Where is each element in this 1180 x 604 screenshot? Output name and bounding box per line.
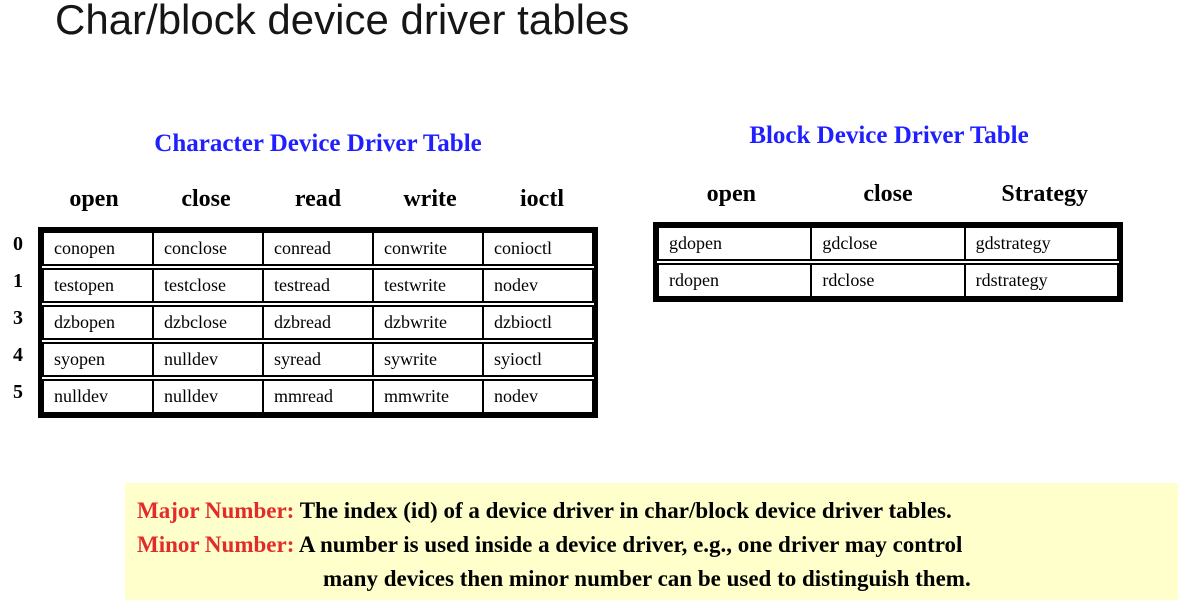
char-col-header-close: close xyxy=(181,186,231,212)
major-number-text: The index (id) of a device driver in cha… xyxy=(299,498,952,523)
table-cell: sywrite xyxy=(374,344,484,375)
table-cell: gdopen xyxy=(659,228,813,259)
char-col-header-ioctl: ioctl xyxy=(520,186,564,212)
table-cell: rdclose xyxy=(812,265,966,296)
table-cell: conclose xyxy=(154,233,264,264)
char-table-heading: Character Device Driver Table xyxy=(154,130,482,157)
table-cell: testwrite xyxy=(374,270,484,301)
table-cell: gdclose xyxy=(812,228,966,259)
char-table-row-indices: 0 1 3 4 5 xyxy=(2,227,34,412)
table-cell: conioctl xyxy=(494,238,552,258)
table-cell: dzbread xyxy=(264,307,374,338)
char-device-driver-table: conopen conclose conread conwrite conioc… xyxy=(38,227,598,418)
table-cell: dzbclose xyxy=(154,307,264,338)
table-cell: conwrite xyxy=(374,233,484,264)
major-minor-note-box: Major Number: The index (id) of a device… xyxy=(125,483,1178,600)
table-cell: dzbopen xyxy=(44,307,154,338)
block-table-heading: Block Device Driver Table xyxy=(749,122,1029,149)
table-cell: nodev xyxy=(494,275,538,295)
table-cell: syread xyxy=(264,344,374,375)
minor-number-continuation: many devices then minor number can be us… xyxy=(323,566,971,591)
table-cell: gdstrategy xyxy=(975,233,1051,253)
minor-number-line: Minor Number: A number is used inside a … xyxy=(137,528,1170,562)
block-col-header-strategy: Strategy xyxy=(1001,181,1088,207)
major-number-line: Major Number: The index (id) of a device… xyxy=(137,494,1170,528)
char-col-header-write: write xyxy=(403,186,457,212)
table-cell: conread xyxy=(264,233,374,264)
block-col-header-close: close xyxy=(863,181,913,207)
char-col-header-read: read xyxy=(294,186,342,212)
table-cell: rdopen xyxy=(659,265,813,296)
table-cell: nodev xyxy=(494,386,538,406)
table-cell: syopen xyxy=(44,344,154,375)
page-title: Char/block device driver tables xyxy=(55,0,630,43)
table-cell: conopen xyxy=(44,233,154,264)
row-index-label: 1 xyxy=(13,270,23,292)
table-row: dzbopen dzbclose dzbread dzbwrite dzbioc… xyxy=(42,305,594,340)
table-cell: rdstrategy xyxy=(975,270,1048,290)
table-cell: testclose xyxy=(154,270,264,301)
table-cell: dzbioctl xyxy=(494,312,552,332)
table-cell: mmwrite xyxy=(374,381,484,412)
row-index-label: 5 xyxy=(13,381,23,403)
table-row: gdopen gdclose gdstrategy xyxy=(657,226,1119,261)
table-cell: testread xyxy=(264,270,374,301)
block-col-header-open: open xyxy=(706,181,757,207)
table-row: rdopen rdclose rdstrategy xyxy=(657,263,1119,298)
table-cell: testopen xyxy=(44,270,154,301)
table-cell: mmread xyxy=(264,381,374,412)
table-cell: nulldev xyxy=(154,381,264,412)
table-row: syopen nulldev syread sywrite syioctl xyxy=(42,342,594,377)
table-cell: nulldev xyxy=(44,381,154,412)
table-cell: syioctl xyxy=(494,349,542,369)
table-cell: nulldev xyxy=(154,344,264,375)
table-cell: dzbwrite xyxy=(374,307,484,338)
row-index-label: 3 xyxy=(13,307,23,329)
table-row: testopen testclose testread testwrite no… xyxy=(42,268,594,303)
row-index-label: 0 xyxy=(13,233,23,255)
table-row: conopen conclose conread conwrite conioc… xyxy=(42,231,594,266)
char-col-header-open: open xyxy=(69,186,119,212)
table-row: nulldev nulldev mmread mmwrite nodev xyxy=(42,379,594,414)
major-number-label: Major Number: xyxy=(137,498,295,523)
row-index-label: 4 xyxy=(13,344,23,366)
block-table-column-headers: open close Strategy xyxy=(653,181,1123,208)
block-device-driver-table: gdopen gdclose gdstrategy rdopen rdclose… xyxy=(653,222,1123,302)
minor-number-label: Minor Number: xyxy=(137,532,295,557)
minor-number-text: A number is used inside a device driver,… xyxy=(298,532,963,557)
char-table-column-headers: open close read write ioctl xyxy=(38,186,598,213)
